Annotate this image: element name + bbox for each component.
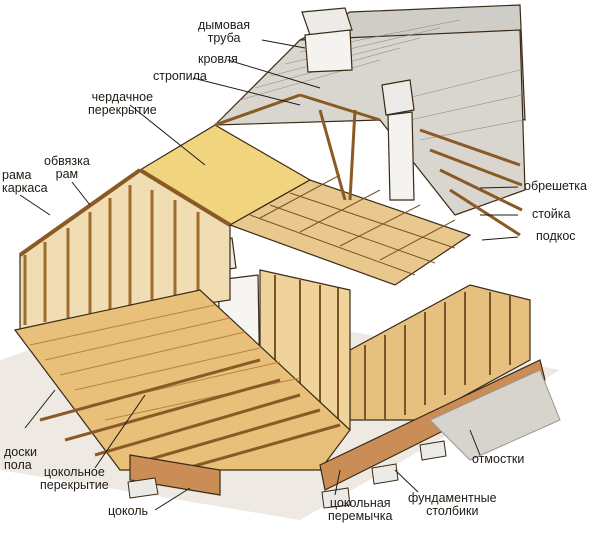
top-plate-2 [138,168,232,227]
floor-boards-lines [29,304,301,421]
label-roof: кровля [198,52,238,66]
label-rafters: стропила [153,69,207,83]
top-plate [18,168,142,257]
label-chimney: дымовая труба [198,18,251,45]
label-sheathing: обрешетка [524,179,588,193]
floor-joists [39,358,341,472]
foundation-posts [127,440,447,509]
blind-area [429,369,561,461]
label-brace: подкос [536,229,576,243]
leader-lines [19,39,519,511]
chimney-top [301,7,353,73]
label-basement-floor: цокольное перекрытие [40,465,109,492]
label-plinth: цоколь [108,504,149,518]
left-wall-studs [23,185,200,325]
label-attic-floor: чердачное перекрытие [88,90,157,117]
right-wall-studs [364,292,511,420]
upper-grid [228,179,472,286]
label-top-plate: обвязка рам [44,154,90,181]
upper-grid-lines [249,174,456,276]
rafters [214,93,523,237]
label-post: стойка [532,207,571,221]
brick-plinth [129,454,221,496]
label-plinth-lintel: цокольная перемычка [328,496,393,523]
label-foundation-posts: фундаментные столбики [408,491,497,518]
brick-plinth-right [319,359,546,491]
chimney-right [381,79,415,201]
label-floor-boards: доски пола [4,445,37,472]
label-frame: рама каркаса [2,168,48,195]
label-blind-area: отмостки [472,452,525,466]
